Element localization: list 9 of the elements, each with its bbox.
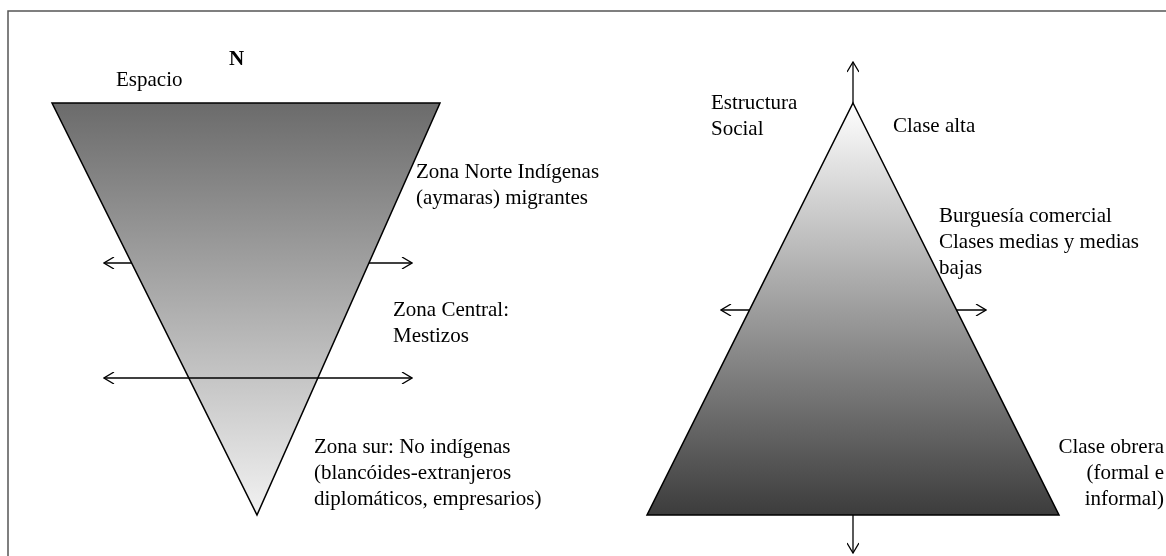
axis-label: Estructura Social (711, 89, 799, 141)
compass-letter: N (229, 45, 246, 71)
zone-label: Zona sur: No indígenas (blancóides-extranjeros diplomáticos, empresarios) (314, 433, 543, 511)
zone-label: Zona Central: Mestizos (393, 296, 511, 348)
axis-label: Espacio (116, 66, 184, 92)
zone-label: Zona Norte Indígenas (aymaras) migrantes (416, 158, 601, 210)
class-label: Clase alta (893, 112, 977, 138)
class-label: Burguesía comercial Clases medias y medias bajas (939, 202, 1141, 280)
class-label: Clase obrera (formal e informal) (1057, 433, 1164, 511)
